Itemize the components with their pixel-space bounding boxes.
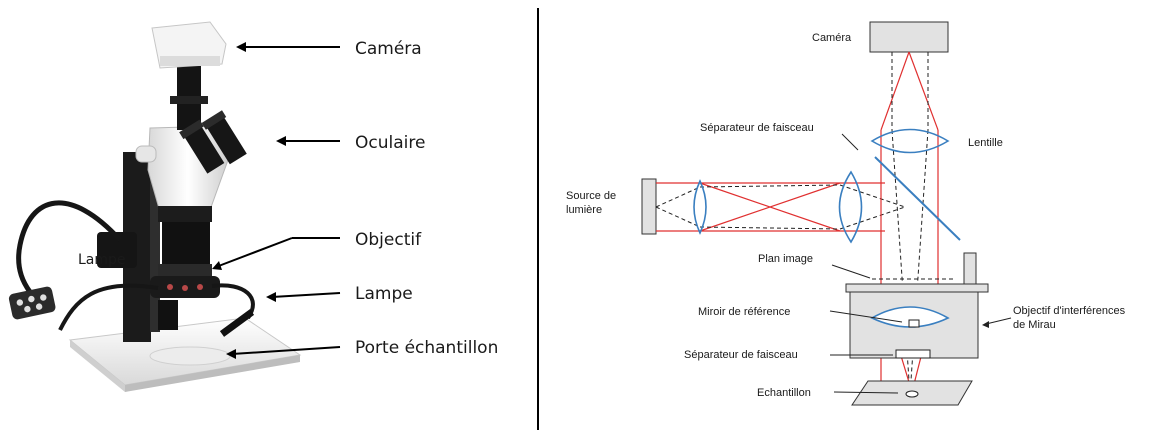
label-reference-mirror: Miroir de référence <box>698 306 790 318</box>
spot-lamp-right <box>219 309 255 337</box>
lens-right <box>838 170 863 244</box>
led-head <box>8 286 56 320</box>
illumination-rays <box>656 182 885 232</box>
label-image-plane: Plan image <box>758 253 813 265</box>
gooseneck-left <box>16 200 122 294</box>
camera-bottom <box>160 56 220 66</box>
led <box>197 284 203 290</box>
camera-box <box>869 21 949 53</box>
leader-beamsplitter-top <box>841 133 859 151</box>
mirau-lens <box>870 306 950 328</box>
sample-spot <box>905 390 919 398</box>
label-eyepiece: Oculaire <box>355 133 425 153</box>
arrowhead-eyepiece <box>276 136 286 146</box>
label-objective: Objectif <box>355 230 422 250</box>
leader-reference-mirror <box>829 310 903 323</box>
optical-schematic: Caméra Source de lumière <box>566 21 1126 406</box>
leader-sample <box>833 391 899 394</box>
eyepieces <box>179 110 247 174</box>
arrowhead-stage <box>226 349 236 359</box>
label-source-2: lumière <box>566 204 602 216</box>
led <box>167 284 173 290</box>
label-camera: Caméra <box>355 39 422 59</box>
objective-barrel <box>162 222 210 264</box>
mirau-knob <box>963 252 977 285</box>
arrow-objective-d <box>215 237 293 268</box>
label-stage: Porte échantillon <box>355 338 498 358</box>
leader-objective-head <box>982 321 989 328</box>
label-lamp: Lampe <box>355 284 413 304</box>
cable-left <box>58 283 159 331</box>
led <box>182 285 188 291</box>
imaging-dashed <box>891 52 929 396</box>
body-knob <box>135 145 157 163</box>
label-lens: Lentille <box>968 137 1003 149</box>
label-objective-1: Objectif d'interférences <box>1013 305 1126 317</box>
zoom-ring <box>158 206 212 222</box>
arrowhead-lamp <box>266 292 276 302</box>
label-source-1: Source de <box>566 190 616 202</box>
tube-ring <box>170 96 208 104</box>
microscope-illustration: Lampe <box>8 21 302 392</box>
beamsplitter-plate <box>874 156 961 241</box>
lens-top <box>870 128 950 154</box>
stray-lamp-label: Lampe <box>78 252 126 268</box>
label-beamsplitter-top: Séparateur de faisceau <box>700 122 814 134</box>
leader-image-plane <box>831 264 871 279</box>
pillar-foot <box>158 300 178 330</box>
illumination-dashed <box>655 184 906 230</box>
label-sample: Echantillon <box>757 387 811 399</box>
mirau-beamsplitter <box>895 349 931 359</box>
label-beamsplitter-bottom: Séparateur de faisceau <box>684 349 798 361</box>
base-edge-left <box>70 340 125 392</box>
label-diagram-camera: Caméra <box>812 32 852 44</box>
arrow-stage <box>231 346 341 355</box>
reference-mirror <box>908 319 920 328</box>
arrowhead-camera <box>236 42 246 52</box>
pillar-side <box>150 152 160 332</box>
arrow-lamp <box>271 292 341 298</box>
base-edge-front <box>125 355 300 392</box>
arrowhead-objective <box>212 261 222 270</box>
lens-left <box>693 179 707 235</box>
mirau-cap <box>845 283 989 293</box>
objective-ring <box>158 264 212 276</box>
sample-plate <box>149 346 231 366</box>
photo-annotations: Caméra Oculaire Objectif Lampe Porte éch… <box>212 39 498 359</box>
light-source <box>641 178 657 235</box>
leader-objective <box>985 317 1012 325</box>
focus-drive <box>97 232 137 268</box>
label-objective-2: de Mirau <box>1013 319 1056 331</box>
